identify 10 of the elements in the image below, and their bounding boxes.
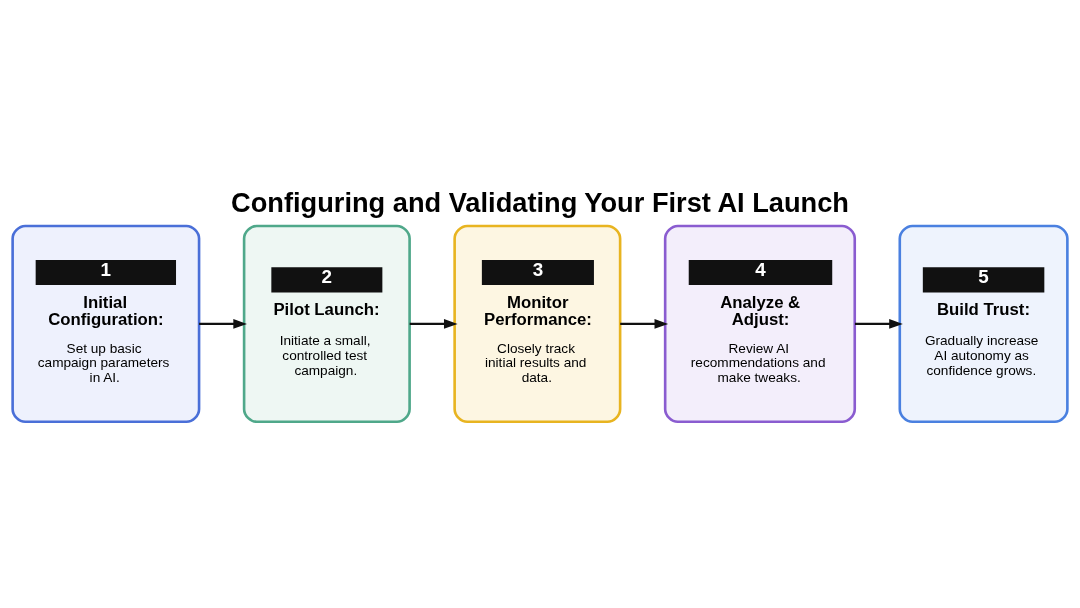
node-box: 3 Monitor Performance: Closely track initial results and data. (453, 224, 622, 423)
arrow (199, 318, 247, 329)
diagram-title: Configuring and Validating Your First AI Launch (231, 186, 849, 218)
arrow (854, 318, 903, 329)
node-box: 4 Analyze & Adjust: Review AI recommendations and make tweaks. (663, 224, 857, 423)
node-box: 1 Initial Configuration: Set up basic campaign parameters in AI. (11, 224, 201, 423)
arrow (409, 318, 458, 329)
node-box: 5 Build Trust: Gradually increase AI autonomy as confidence grows. (898, 224, 1069, 423)
node-box: 2 Pilot Launch: Initiate a small, controlled test campaign. (242, 224, 411, 423)
arrow (620, 318, 669, 329)
